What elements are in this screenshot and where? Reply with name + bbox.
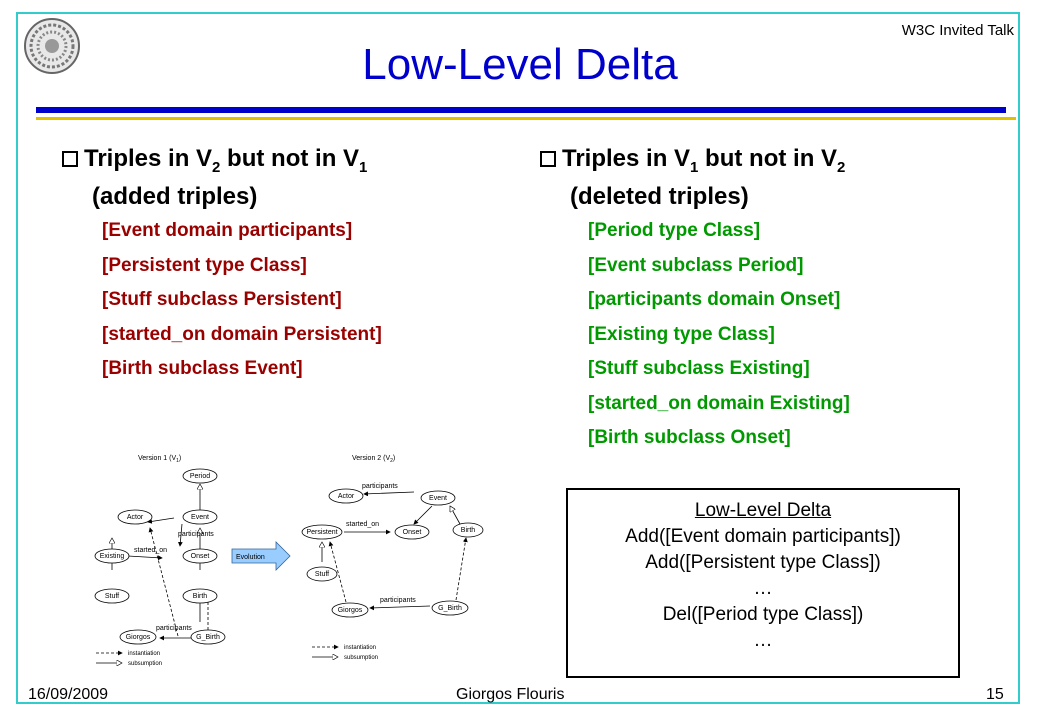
delta-summary-box: Low-Level Delta Add([Event domain partic… bbox=[566, 488, 960, 678]
legend-subsumption: subsumption bbox=[344, 655, 378, 661]
list-item: [started_on domain Existing] bbox=[588, 392, 850, 414]
node-label: Giorgos bbox=[338, 607, 363, 614]
node-label: Stuff bbox=[105, 593, 119, 600]
list-item: [Stuff subclass Existing] bbox=[588, 358, 810, 379]
delta-line: Add([Event domain participants]) bbox=[625, 526, 901, 547]
legend-instantiation: instantiation bbox=[344, 645, 376, 651]
node-label: G_Birth bbox=[438, 605, 462, 612]
legend-subsumption: subsumption bbox=[128, 661, 162, 667]
evolution-arrow-icon bbox=[231, 541, 291, 571]
delta-line: Del([Period type Class]) bbox=[662, 604, 864, 625]
list-item: [Birth subclass Onset] bbox=[588, 427, 791, 448]
delta-line: … bbox=[753, 630, 773, 651]
node-label: Event bbox=[429, 495, 447, 502]
node-label: Period bbox=[190, 473, 210, 480]
version1-label: Version 1 (V1) bbox=[138, 455, 181, 464]
list-item: [Stuff subclass Persistent] bbox=[102, 289, 342, 310]
added-triples-heading: Triples in V2 but not in V1 (added tripl… bbox=[62, 144, 367, 211]
list-item: [participants domain Onset] bbox=[588, 289, 841, 310]
node-label: Onset bbox=[191, 553, 210, 560]
legend-instantiation: instantiation bbox=[128, 651, 160, 657]
node-label: Stuff bbox=[315, 571, 329, 578]
node-label: Giorgos bbox=[126, 634, 151, 641]
added-triples-list: [Event domain participants] [Persistent … bbox=[102, 214, 382, 387]
edge-participants-label: participants bbox=[380, 597, 416, 604]
edge-started-on-label: started_on bbox=[346, 521, 379, 528]
edge-participants-label: participants bbox=[156, 625, 192, 632]
node-label: Persistent bbox=[306, 529, 337, 536]
deleted-triples-list: [Period type Class] [Event subclass Peri… bbox=[588, 214, 850, 456]
list-item: [Persistent type Class] bbox=[102, 254, 307, 276]
node-label: Onset bbox=[403, 529, 422, 536]
node-label: Event bbox=[191, 514, 209, 521]
node-label: Existing bbox=[100, 553, 125, 560]
edge-started-on-label: started_on bbox=[134, 547, 167, 554]
list-item: [Event domain participants] bbox=[102, 220, 353, 241]
footer-page-number: 15 bbox=[986, 686, 1004, 703]
list-item: [Period type Class] bbox=[588, 220, 761, 241]
list-item: [Event subclass Period] bbox=[588, 254, 804, 276]
delta-line: … bbox=[753, 578, 773, 599]
checkbox-bullet-icon bbox=[540, 151, 556, 167]
footer-date: 16/09/2009 bbox=[28, 686, 109, 703]
node-label: Birth bbox=[461, 527, 476, 534]
list-item: [Birth subclass Event] bbox=[102, 358, 303, 379]
version2-label: Version 2 (V2) bbox=[352, 455, 395, 464]
footer-author: Giorgos Flouris bbox=[456, 686, 565, 703]
title-rule-yellow bbox=[36, 117, 1016, 120]
edge-participants-label: participants bbox=[178, 531, 214, 538]
node-label: Birth bbox=[193, 593, 208, 600]
title-rule-blue bbox=[36, 107, 1006, 113]
node-label: Actor bbox=[127, 514, 144, 521]
institution-seal-logo bbox=[24, 18, 80, 74]
deleted-triples-heading: Triples in V1 but not in V2 (deleted tri… bbox=[540, 144, 845, 211]
checkbox-bullet-icon bbox=[62, 151, 78, 167]
delta-line: Add([Persistent type Class]) bbox=[645, 552, 881, 573]
node-label: G_Birth bbox=[196, 634, 220, 641]
talk-label: W3C Invited Talk bbox=[901, 22, 1014, 39]
evolution-label: Evolution bbox=[236, 554, 265, 561]
list-item: [started_on domain Persistent] bbox=[102, 323, 382, 345]
edge-participants-label: participants bbox=[362, 483, 398, 490]
slide-title: Low-Level Delta bbox=[362, 40, 678, 89]
node-label: Actor bbox=[338, 493, 355, 500]
evolution-diagram: Version 1 (V1) Version 2 (V2) participan… bbox=[94, 455, 484, 667]
list-item: [Existing type Class] bbox=[588, 323, 775, 345]
slide-frame bbox=[16, 12, 1020, 704]
delta-box-title: Low-Level Delta bbox=[694, 500, 832, 521]
